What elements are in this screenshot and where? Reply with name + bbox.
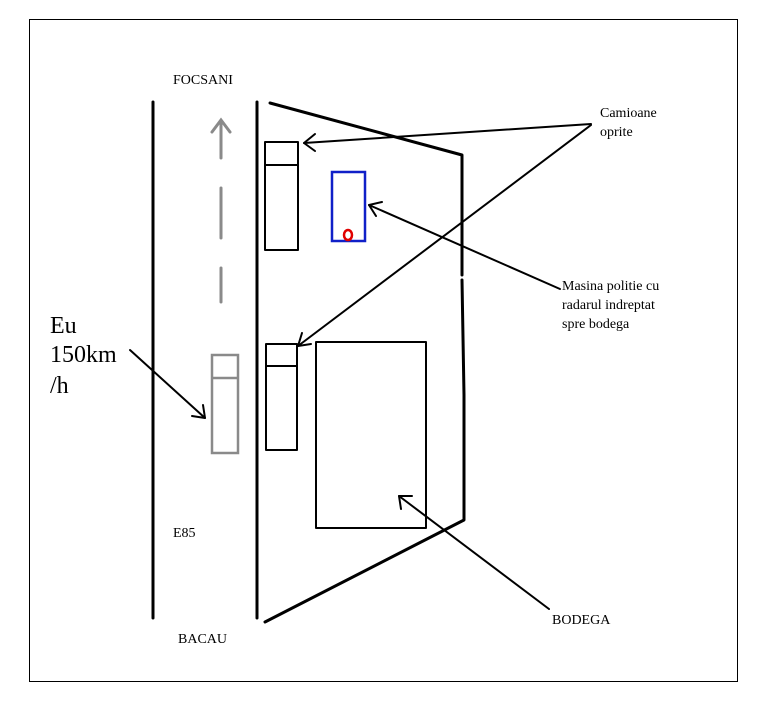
parking-lot-outline-lower (263, 278, 466, 624)
parking-lot-outline (268, 101, 464, 277)
label-police-line1: Masina politie cu (562, 279, 659, 294)
label-trucks-line2: oprite (600, 125, 633, 140)
my-car (210, 353, 240, 455)
truck-top (264, 141, 299, 251)
arrow-trucks-bottom (297, 124, 592, 347)
label-road: E85 (173, 526, 196, 541)
label-me-line3: /h (50, 373, 69, 399)
truck-bottom (265, 343, 298, 451)
label-bacau: BACAU (178, 632, 227, 647)
lane-direction-arrow (210, 117, 232, 160)
arrow-me (129, 349, 206, 419)
police-car (330, 170, 367, 243)
arrow-police (368, 201, 561, 290)
label-focsani: FOCSANI (173, 73, 233, 88)
arrow-trucks-top (303, 123, 592, 152)
arrow-bodega (398, 495, 550, 610)
label-trucks-line1: Camioane (600, 106, 657, 121)
bodega-building (315, 341, 427, 529)
frame-border (29, 19, 738, 682)
label-me-line2: 150km (50, 342, 117, 368)
radar-icon (342, 228, 354, 242)
label-police-line2: radarul indreptat (562, 298, 655, 313)
label-police-line3: spre bodega (562, 317, 630, 332)
label-bodega: BODEGA (552, 613, 611, 628)
label-me-line1: Eu (50, 313, 77, 339)
